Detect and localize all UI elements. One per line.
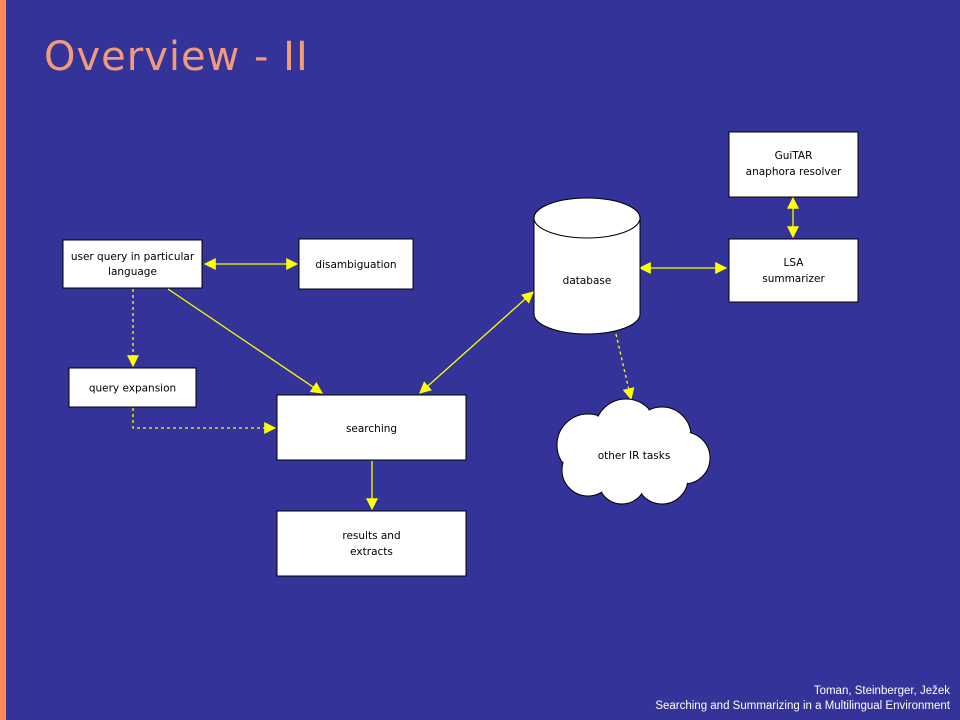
node-lsa-line-1: LSA [784,257,805,269]
node-results-line-1: results and [342,530,400,542]
node-user-query: user query in particular language [62,239,203,289]
node-guitar-line-2: anaphora resolver [746,166,842,178]
node-other-ir-cloud: other IR tasks [556,398,711,505]
connectors [127,196,799,511]
left-accent-bar [0,0,6,720]
node-searching: searching [276,394,467,461]
footer-authors: Toman, Steinberger, Ježek [813,685,950,697]
connector-expansion-searching-dashed [132,408,277,434]
node-query-expansion: query expansion [68,367,197,408]
connector-query-searching [167,288,323,394]
connector-database-other-ir-dashed [615,333,635,401]
node-disambiguation: disambiguation [298,238,414,290]
node-lsa-line-2: summarizer [762,273,825,285]
node-other-ir-label: other IR tasks [598,450,671,462]
node-disambiguation-label: disambiguation [315,259,396,271]
node-searching-label: searching [346,423,397,435]
footer-title: Searching and Summarizing in a Multiling… [655,700,950,712]
node-results-line-2: extracts [350,546,393,558]
node-database-label: database [563,275,612,287]
slide-title: Overview - II [44,34,309,80]
node-lsa: LSA summarizer [728,238,859,303]
node-database: database [533,197,641,335]
connector-searching-database [419,291,534,394]
node-results: results and extracts [276,510,467,577]
node-query-expansion-label: query expansion [89,383,176,395]
slide-footer: Toman, Steinberger, Ježek Searching and … [655,684,950,714]
node-user-query-line-2: language [108,266,157,278]
node-guitar-line-1: GuiTAR [775,150,813,162]
node-user-query-line-1: user query in particular [71,251,195,263]
node-guitar: GuiTAR anaphora resolver [728,131,859,198]
